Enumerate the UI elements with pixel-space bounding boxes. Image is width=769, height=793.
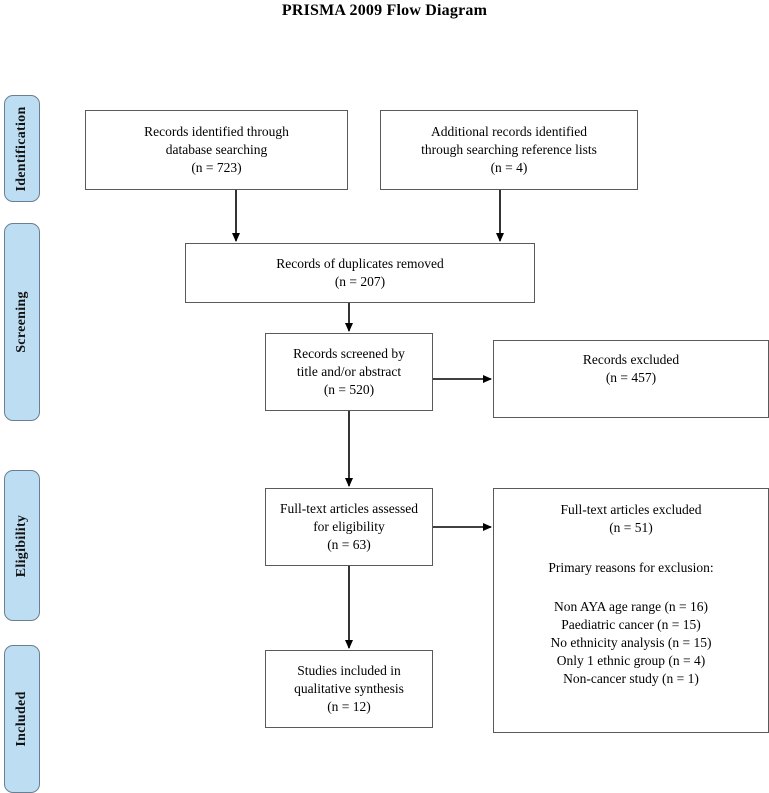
box-records-identified-line2: database searching <box>165 142 268 158</box>
stage-label-eligibility: Eligibility <box>4 470 40 621</box>
exclusion-reason-item: Paediatric cancer (n = 15) <box>561 617 701 633</box>
exclusion-reasons-heading: Primary reasons for exclusion: <box>548 559 714 575</box>
box-additional-records-count: (n = 4) <box>490 159 528 175</box>
exclusion-reasons-list: Non AYA age range (n = 16) Paediatric ca… <box>551 598 712 687</box>
box-records-identified-line1: Records identified through <box>144 124 289 140</box>
box-additional-records: Additional records identified through se… <box>380 110 638 190</box>
box-fulltext-excluded-line1: Full-text articles excluded <box>560 502 702 517</box>
exclusion-reason-item: Non AYA age range (n = 16) <box>553 599 709 615</box>
box-studies-included: Studies included in qualitative synthesi… <box>265 650 433 728</box>
stage-label-included: Included <box>4 645 40 793</box>
box-fulltext-assessed: Full-text articles assessed for eligibil… <box>265 488 433 566</box>
box-fulltext-excluded: Full-text articles excluded (n = 51) Pri… <box>493 488 769 733</box>
stage-label-identification: Identification <box>4 95 40 202</box>
box-fulltext-excluded-count: (n = 51) <box>609 519 653 535</box>
box-duplicates-removed-count: (n = 207) <box>334 274 386 289</box>
box-studies-included-count: (n = 12) <box>327 698 371 714</box>
exclusion-reason-item: No ethnicity analysis (n = 15) <box>550 635 712 651</box>
box-studies-included-line1: Studies included in <box>297 663 401 679</box>
box-additional-records-line1: Additional records identified <box>431 124 587 140</box>
exclusion-reason-item: Non-cancer study (n = 1) <box>563 670 699 686</box>
stage-label-screening: Screening <box>4 223 40 421</box>
box-records-excluded-count: (n = 457) <box>605 369 657 385</box>
box-records-excluded: Records excluded (n = 457) <box>493 340 769 418</box>
box-fulltext-assessed-count: (n = 63) <box>327 536 371 552</box>
box-fulltext-assessed-line2: for eligibility <box>313 519 385 535</box>
box-records-excluded-line1: Records excluded <box>582 352 680 367</box>
box-records-screened: Records screened by title and/or abstrac… <box>265 333 433 411</box>
page-title: PRISMA 2009 Flow Diagram <box>281 2 488 19</box>
box-records-identified-count: (n = 723) <box>191 159 242 175</box>
box-duplicates-removed-line1: Records of duplicates removed <box>276 256 444 272</box>
stage-label-identification-text: Identification <box>14 105 29 192</box>
box-fulltext-assessed-line1: Full-text articles assessed <box>280 501 418 517</box>
stage-label-screening-text: Screening <box>14 291 29 353</box>
exclusion-reason-item: Only 1 ethnic group (n = 4) <box>556 652 706 668</box>
box-studies-included-line2: qualitative synthesis <box>294 681 404 697</box>
box-records-identified: Records identified through database sear… <box>85 110 348 190</box>
box-additional-records-line2: through searching reference lists <box>421 142 597 158</box>
box-records-screened-line2: title and/or abstract <box>296 364 402 380</box>
stage-label-eligibility-text: Eligibility <box>14 514 29 577</box>
stage-label-included-text: Included <box>14 691 29 747</box>
box-records-screened-line1: Records screened by <box>293 346 405 362</box>
box-records-screened-count: (n = 520) <box>323 381 375 397</box>
box-duplicates-removed: Records of duplicates removed (n = 207) <box>185 243 535 303</box>
